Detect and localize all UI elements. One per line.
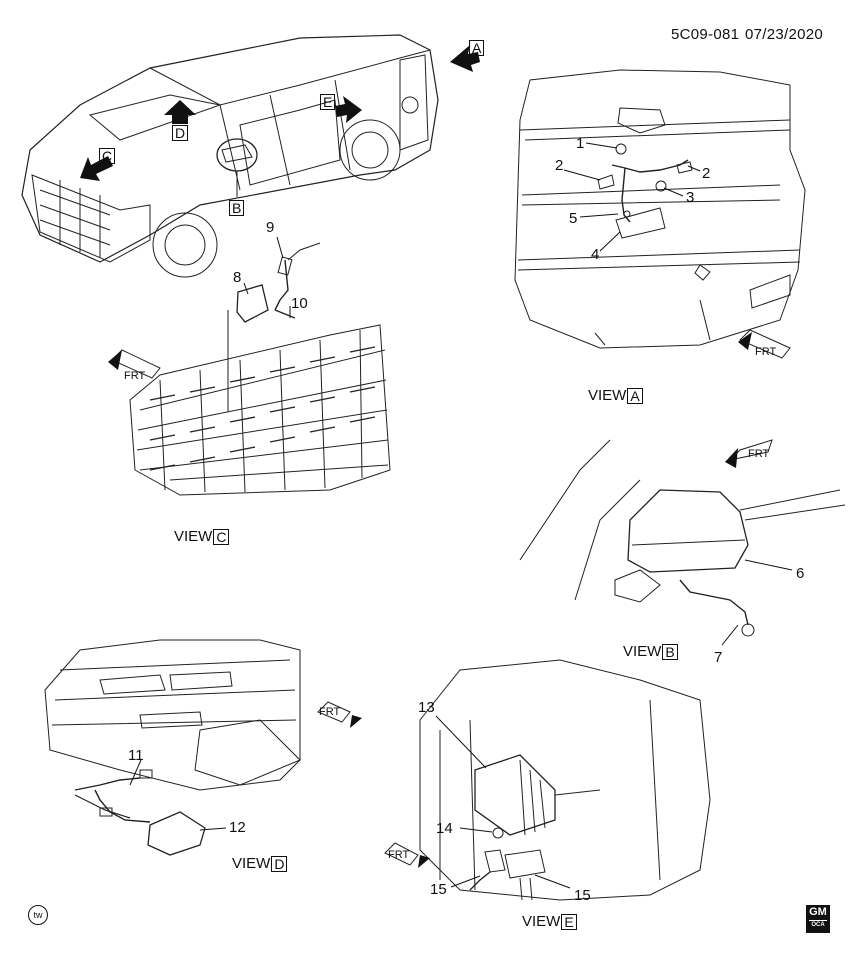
- view-a-illustration: [514, 69, 806, 349]
- part-15b-label: 15: [574, 887, 591, 904]
- frt-arrow-a-icon: [738, 329, 791, 359]
- frt-label-c: FRT: [124, 370, 146, 382]
- callout-a: A: [469, 40, 485, 56]
- part-14-label: 14: [436, 820, 453, 837]
- part-9-label: 9: [266, 219, 275, 236]
- view-d-illustration: [44, 639, 301, 856]
- part-12-label: 12: [229, 819, 246, 836]
- callout-e: E: [320, 94, 336, 110]
- view-e-illustration: [419, 659, 711, 901]
- part-11-label: 11: [128, 747, 144, 764]
- diagram-code: 5C09-081: [671, 26, 740, 43]
- part-13-label: 13: [418, 699, 435, 716]
- frt-arrow-b-icon: [725, 439, 773, 468]
- callout-d: D: [172, 125, 189, 141]
- callout-c: C: [99, 148, 116, 164]
- part-2b-label: 2: [702, 165, 711, 182]
- tw-logo: tw: [28, 905, 48, 925]
- part-3-label: 3: [686, 189, 695, 206]
- part-4-label: 4: [591, 246, 600, 263]
- arrow-d-icon: [164, 100, 196, 124]
- arrow-a-icon: [450, 45, 480, 72]
- frt-arrow-d-icon: [317, 701, 362, 728]
- frt-arrow-c-icon: [108, 349, 161, 379]
- view-b-illustration: [519, 439, 846, 637]
- part-10-label: 10: [291, 295, 308, 312]
- frt-label-d: FRT: [319, 706, 341, 718]
- arrow-e-icon: [335, 96, 362, 123]
- frt-label-b: FRT: [748, 448, 770, 460]
- part-1-label: 1: [576, 135, 585, 152]
- part-5-label: 5: [569, 210, 578, 227]
- part-15-label: 15: [430, 881, 447, 898]
- part-7-label: 7: [714, 649, 723, 666]
- part-2-label: 2: [555, 157, 564, 174]
- frt-label-a: FRT: [755, 346, 777, 358]
- part-8-label: 8: [233, 269, 242, 286]
- view-c-illustration: [129, 242, 391, 496]
- frt-arrow-e-icon: [384, 842, 430, 868]
- part-6-label: 6: [796, 565, 805, 582]
- arrow-c-icon: [80, 156, 113, 181]
- vehicle-illustration: [21, 34, 439, 278]
- diagram-date: 07/23/2020: [745, 26, 824, 43]
- callout-b: B: [229, 200, 245, 216]
- frt-label-e: FRT: [388, 849, 410, 861]
- leader-lines: [129, 142, 793, 889]
